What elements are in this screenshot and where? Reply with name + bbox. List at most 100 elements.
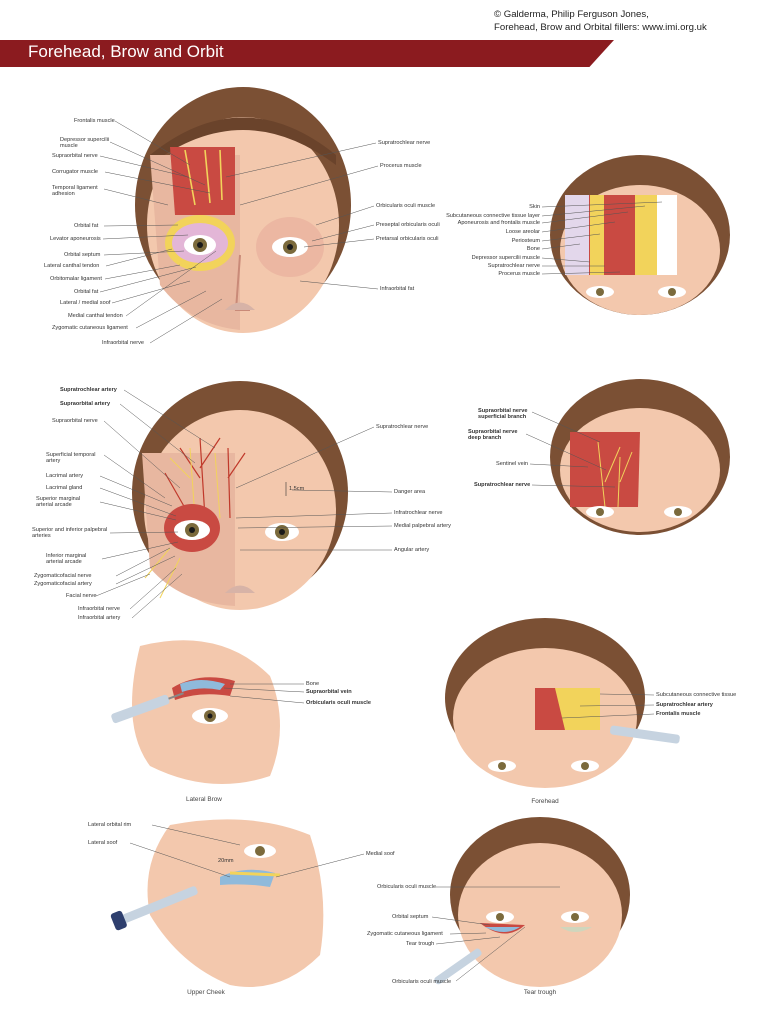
panel-forehead-nerves: Supraorbital nerve superficial branch Su… bbox=[460, 372, 760, 535]
copyright-line-2: Forehead, Brow and Orbital fillers: www.… bbox=[494, 22, 707, 33]
label-danger-area: Danger area bbox=[394, 489, 426, 495]
caption-tear-trough: Tear trough bbox=[523, 989, 557, 996]
face-illustration-2 bbox=[550, 155, 730, 315]
label-facial-nerve: Facial nerve bbox=[66, 593, 97, 599]
label-skin: Skin bbox=[529, 204, 540, 210]
label-sentinel-vein: Sentinel vein bbox=[496, 461, 529, 467]
copyright-notice: © Galderma, Philip Ferguson Jones, Foreh… bbox=[494, 8, 754, 34]
label-supraorbital-superficial: Supraorbital nerve superficial branch bbox=[478, 408, 528, 421]
label-infraorbital-artery: Infraorbital artery bbox=[78, 615, 121, 621]
leader-lines-1 bbox=[99, 120, 379, 344]
label-medial-palpebral-artery: Medial palpebral artery bbox=[394, 523, 451, 529]
label-angular-artery: Angular artery bbox=[394, 547, 430, 553]
label-supraorbital-artery: Supraorbital artery bbox=[60, 401, 111, 407]
label-infraorbital-fat: Infraorbital fat bbox=[380, 286, 415, 292]
label-lacrimal-artery: Lacrimal artery bbox=[46, 473, 83, 479]
label-preseptal-orbicularis: Preseptal orbicularis oculi bbox=[376, 222, 440, 228]
label-supratrochlear-artery-6: Supratrochlear artery bbox=[656, 702, 713, 708]
label-periosteum: Periosteum bbox=[511, 238, 540, 244]
panel-facial-layers: Frontalis muscle Depressor supercilii mu… bbox=[0, 85, 460, 355]
label-superficial-temporal-artery: Superficial temporal artery bbox=[46, 452, 96, 465]
leader-lines-3 bbox=[95, 389, 393, 619]
label-orbicularis-oculi-5: Orbicularis oculi muscle bbox=[306, 700, 371, 706]
label-supraorbital-nerve-3: Supraorbital nerve bbox=[52, 418, 98, 424]
label-supraorbital-nerve: Supraorbital nerve bbox=[52, 153, 98, 159]
leader-lines-4 bbox=[525, 411, 616, 488]
face-illustration-3 bbox=[132, 381, 348, 610]
label-supratrochlear-nerve-4: Supratrochlear nerve bbox=[474, 482, 531, 488]
label-frontalis-muscle: Frontalis muscle bbox=[74, 118, 115, 124]
leader-lines-2 bbox=[541, 201, 663, 275]
panel-tear-trough: Orbicularis oculi muscle Orbital septum … bbox=[360, 815, 760, 1005]
label-subcutaneous-connective: Subcutaneous connective tissue layer bbox=[446, 213, 540, 219]
label-supratrochlear-artery: Supratrochlear artery bbox=[60, 387, 117, 393]
label-superior-marginal-arcade: Superior marginal arterial arcade bbox=[36, 496, 81, 509]
label-levator-aponeurosis: Levator aponeurosis bbox=[50, 236, 101, 242]
label-bone: Bone bbox=[526, 246, 540, 252]
label-pretarsal-orbicularis: Pretarsal orbicularis oculi bbox=[376, 236, 439, 242]
caption-upper-cheek: Upper Cheek bbox=[187, 989, 225, 996]
label-measure-1-5cm: 1.5cm bbox=[289, 486, 305, 492]
caption-forehead: Forehead bbox=[531, 798, 559, 805]
label-bone-5: Bone bbox=[306, 681, 320, 687]
label-orbital-fat-lower: Orbital fat bbox=[74, 289, 99, 295]
label-orbicularis-oculi-muscle: Orbicularis oculi muscle bbox=[376, 203, 436, 209]
label-procerus-muscle: Procerus muscle bbox=[380, 163, 422, 169]
panel-forehead-layers: Skin Subcutaneous connective tissue laye… bbox=[440, 140, 760, 315]
label-orbicularis-oculi-8b: Orbicularis oculi muscle bbox=[392, 979, 452, 985]
leader-lines-7 bbox=[129, 824, 365, 878]
face-illustration-1 bbox=[135, 87, 351, 333]
label-tear-trough-8: Tear trough bbox=[406, 941, 435, 947]
face-illustration-8 bbox=[434, 817, 630, 987]
label-zygomatic-cutaneous-ligament: Zygomatic cutaneous ligament bbox=[52, 325, 128, 331]
label-frontalis-6: Frontalis muscle bbox=[656, 711, 701, 717]
panel-lateral-brow: Bone Supraorbital vein Orbicularis oculi… bbox=[100, 636, 380, 806]
label-depressor-supercilii: Depressor supercilii muscle bbox=[60, 137, 110, 150]
label-infraorbital-nerve-3: Infraorbital nerve bbox=[78, 606, 120, 612]
label-lateral-canthal-tendon: Lateral canthal tendon bbox=[44, 263, 100, 269]
label-supraorbital-vein: Supraorbital vein bbox=[306, 689, 352, 695]
label-supratrochlear-nerve-3: Supratrochlear nerve bbox=[376, 424, 429, 430]
label-lateral-orbital-rim: Lateral orbital rim bbox=[88, 822, 132, 828]
label-lateral-medial-soof: Lateral / medial soof bbox=[60, 300, 111, 306]
leader-lines-6 bbox=[561, 693, 655, 719]
leader-lines-8 bbox=[431, 886, 560, 982]
label-lacrimal-gland: Lacrimal gland bbox=[46, 485, 83, 491]
label-temporal-ligament: Temporal ligament adhesion bbox=[52, 185, 98, 198]
title-banner bbox=[0, 40, 614, 67]
copyright-line-1: © Galderma, Philip Ferguson Jones, bbox=[494, 9, 649, 20]
label-loose-areolar: Loose areolar bbox=[505, 229, 540, 235]
caption-lateral-brow: Lateral Brow bbox=[186, 796, 222, 803]
face-illustration-6 bbox=[445, 618, 680, 788]
label-orbicularis-oculi-8a: Orbicularis oculi muscle bbox=[377, 884, 437, 890]
label-medial-canthal-tendon: Medial canthal tendon bbox=[68, 313, 123, 319]
label-zygomatic-cutaneous-8: Zygomatic cutaneous ligament bbox=[367, 931, 443, 937]
label-orbitomalar-ligament: Orbitomalar ligament bbox=[50, 276, 102, 282]
face-illustration-7 bbox=[110, 819, 324, 987]
label-zygomaticofacial-nerve: Zygomaticofacial nerve bbox=[34, 573, 92, 579]
label-orbital-septum-8: Orbital septum bbox=[392, 914, 429, 920]
label-palpebral-arteries: Superior and inferior palpebral arteries bbox=[32, 527, 108, 540]
label-medial-soof: Medial soof bbox=[366, 851, 395, 857]
label-procerus-muscle-2: Procerus muscle bbox=[498, 271, 540, 277]
label-infratrochlear-nerve: Infratrochlear nerve bbox=[394, 510, 443, 516]
label-corrugator-muscle: Corrugator muscle bbox=[52, 169, 99, 175]
label-supraorbital-deep: Supraorbital nerve deep branch bbox=[468, 429, 518, 442]
panel-vessels-nerves: Supratrochlear artery Supraorbital arter… bbox=[0, 378, 460, 628]
label-zygomaticofacial-artery: Zygomaticofacial artery bbox=[34, 581, 92, 587]
panel-forehead-injection: Subcutaneous connective tissue Supratroc… bbox=[430, 618, 760, 808]
label-orbital-septum: Orbital septum bbox=[64, 252, 101, 258]
label-measure-20mm: 20mm bbox=[218, 858, 234, 864]
label-aponeurosis-frontalis: Aponeurosis and frontalis muscle bbox=[457, 220, 540, 226]
label-inferior-marginal-arcade: Inferior marginal arterial arcade bbox=[46, 553, 87, 566]
label-orbital-fat-upper: Orbital fat bbox=[74, 223, 99, 229]
label-infraorbital-nerve: Infraorbital nerve bbox=[102, 340, 144, 346]
page-title: Forehead, Brow and Orbit bbox=[28, 42, 224, 61]
leader-lines-5 bbox=[223, 683, 305, 704]
panel-upper-cheek: Lateral orbital rim Lateral soof Medial … bbox=[80, 815, 410, 1000]
label-lateral-soof: Lateral soof bbox=[88, 840, 118, 846]
label-depressor-supercilii-2: Depressor supercilii muscle bbox=[471, 255, 540, 261]
label-subcutaneous-6: Subcutaneous connective tissue bbox=[656, 692, 737, 698]
face-illustration-5 bbox=[111, 640, 280, 784]
label-supratrochlear-nerve-2: Supratrochlear nerve bbox=[487, 263, 540, 269]
